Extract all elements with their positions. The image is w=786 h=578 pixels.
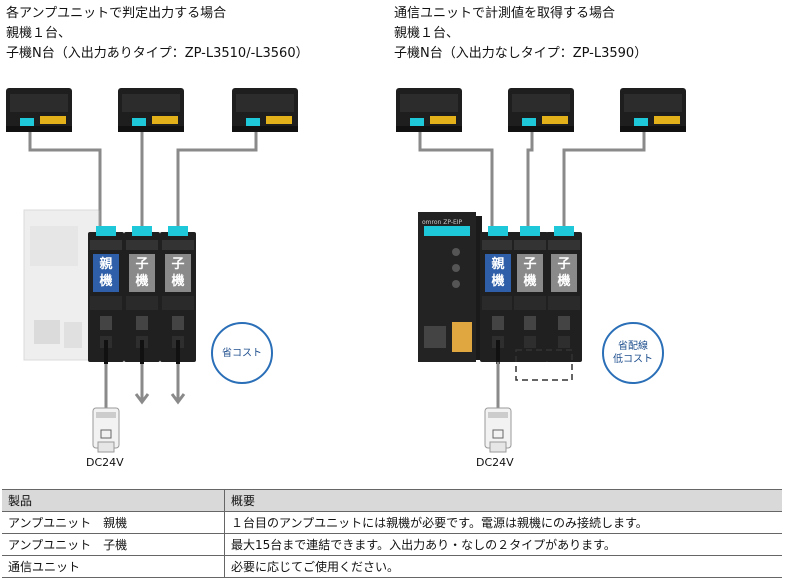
table-cell-overview: 最大15台まで連結できます。入出力あり・なしの２タイプがあります。 [224,533,782,556]
wiring-saving-badge: 省配線 低コスト [602,322,664,384]
right-amp-child-1-label-1: 子 [523,257,536,272]
left-amp-plugs [104,340,180,364]
table-row: アンプユニット 親機 １台目のアンプユニットには親機が必要です。電源は親機にのみ… [2,511,782,534]
table-header-row: 製品 概要 [2,489,782,512]
right-sensor-1 [396,88,462,132]
right-caption: 通信ユニットで計測値を取得する場合 親機１台、 子機N台（入出力なしタイプ：ZP… [394,4,647,64]
table-header-product: 製品 [2,489,225,512]
left-sensor-1 [6,88,72,132]
left-amp-child-2-label-2: 機 [171,273,184,289]
right-power-label: DC24V [476,456,514,469]
right-comm-brand: omron ZP-EIP [422,219,463,226]
left-amp-child-1 [124,226,160,362]
left-caption: 各アンプユニットで判定出力する場合 親機１台、 子機N台（入出力ありタイプ：ZP… [6,4,309,64]
left-sensor-3 [232,88,298,132]
table-header-overview: 概要 [224,489,782,512]
right-comm-unit [418,212,482,362]
right-amp-child-1-label-2: 機 [523,273,536,289]
left-comm-unit-faded [23,209,101,361]
table-row: 通信ユニット 必要に応じてご使用ください。 [2,555,782,578]
right-amp-child-2-label-2: 機 [557,273,570,289]
right-amp-child-2 [546,226,582,362]
left-amp-parent-label-1: 親 [99,256,112,272]
table-cell-overview: 必要に応じてご使用ください。 [224,555,782,578]
left-amp-child-2 [160,226,196,362]
right-caption-line-2: 親機１台、 [394,26,460,41]
system-diagram: 親 機 子 機 子 機 omron ZP-EIP [6,88,686,453]
left-amp-parent-label-2: 機 [99,273,112,289]
right-sensor-cables [418,132,646,230]
right-amp-parent-label-1: 親 [491,256,504,272]
left-power-label: DC24V [86,456,124,469]
left-sensor-cables [28,132,258,230]
left-sensor-2 [118,88,184,132]
table-cell-product: アンプユニット 子機 [2,533,225,556]
right-power-plug [484,407,512,453]
table-cell-product: 通信ユニット [2,555,225,578]
no-cable-indicator [515,349,573,381]
left-amp-child-1-label-1: 子 [135,257,148,272]
right-amp-child-1 [512,226,548,362]
right-amp-child-2-label-1: 子 [557,257,570,272]
wiring-saving-badge-line-1: 省配線 [618,341,648,352]
wiring-saving-badge-line-2: 低コスト [613,354,653,365]
right-sensor-3 [620,88,686,132]
product-summary-table: 製品 概要 アンプユニット 親機 １台目のアンプユニットには親機が必要です。電源… [2,489,782,578]
left-caption-line-2: 親機１台、 [6,26,72,41]
cost-saving-badge-label: 省コスト [222,347,262,359]
left-amp-child-1-label-2: 機 [135,273,148,289]
left-caption-line-3: 子機N台（入出力ありタイプ：ZP-L3510/-L3560） [6,46,309,61]
table-cell-product: アンプユニット 親機 [2,511,225,534]
cost-saving-badge: 省コスト [211,322,273,384]
right-amp-parent [480,226,516,362]
left-amp-parent [88,226,124,362]
left-amp-child-2-label-1: 子 [171,257,184,272]
right-caption-line-1: 通信ユニットで計測値を取得する場合 [394,6,616,21]
left-caption-line-1: 各アンプユニットで判定出力する場合 [6,6,227,21]
right-caption-line-3: 子機N台（入出力なしタイプ：ZP-L3590） [394,46,648,61]
left-power-plug [92,407,120,453]
right-amp-parent-label-2: 機 [491,273,504,289]
right-sensor-2 [508,88,574,132]
table-cell-overview: １台目のアンプユニットには親機が必要です。電源は親機にのみ接続します。 [224,511,782,534]
table-row: アンプユニット 子機 最大15台まで連結できます。入出力あり・なしの２タイプがあ… [2,533,782,556]
left-output-cables [104,362,186,408]
